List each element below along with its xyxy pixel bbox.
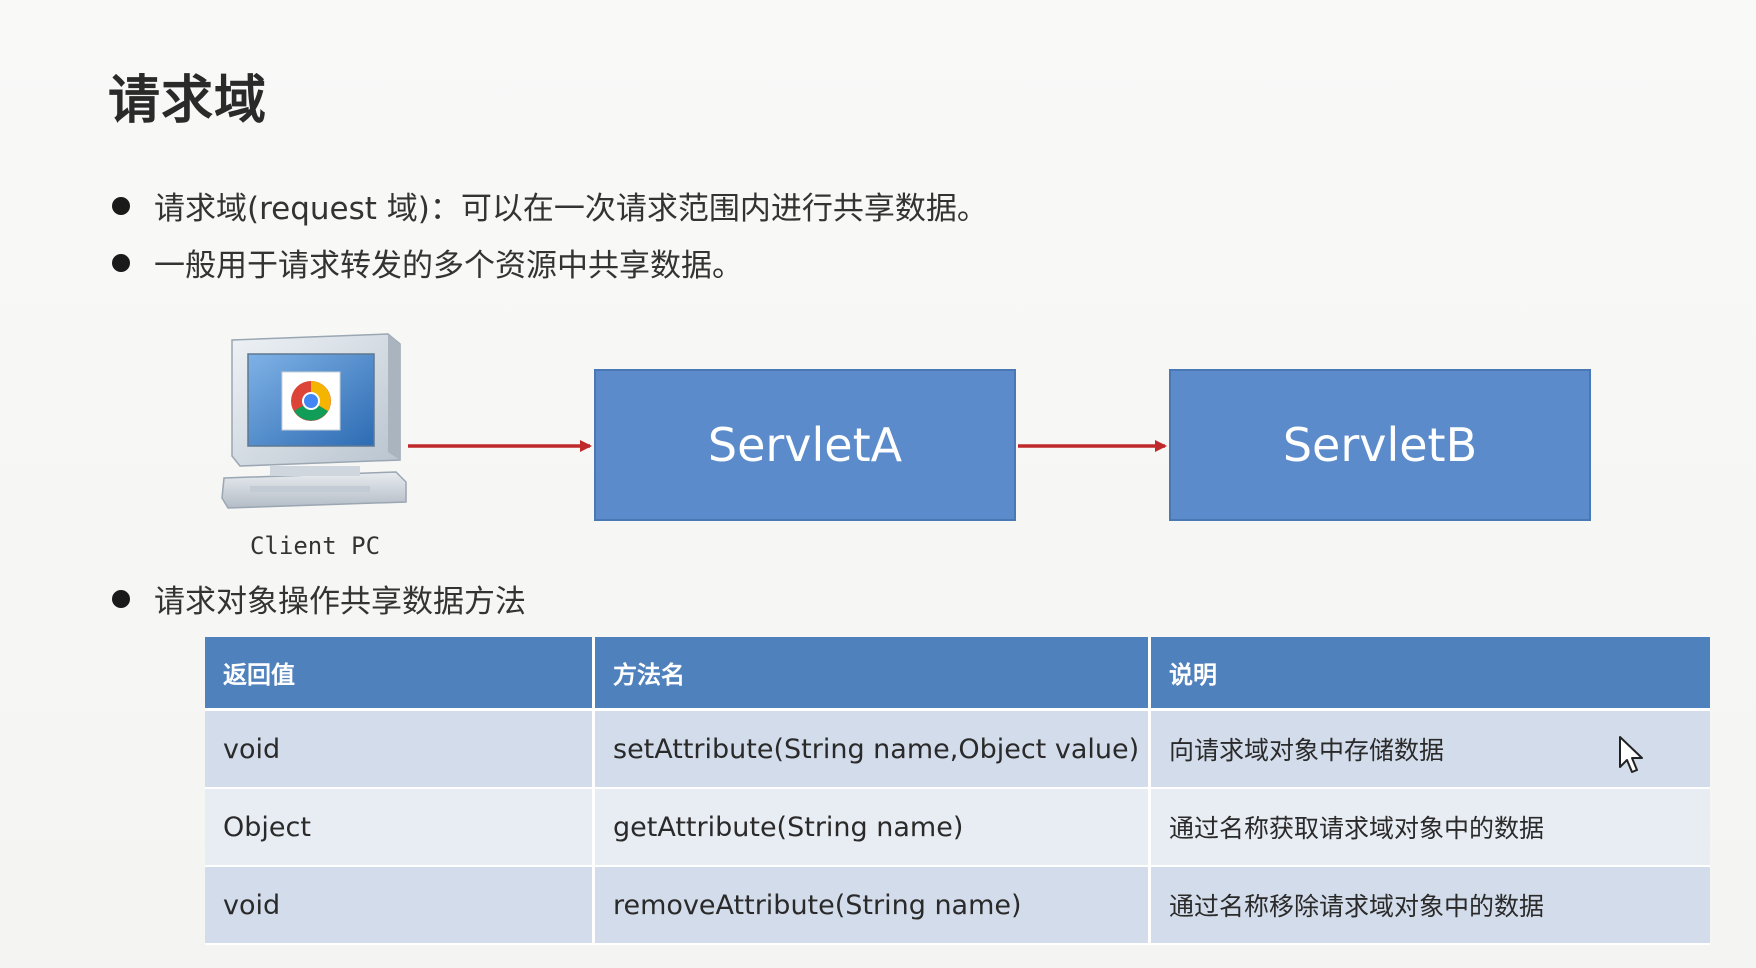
servlet-b-box: ServletB [1169, 369, 1591, 521]
client-pc-label: Client PC [249, 532, 381, 560]
bullet-text: 请求域(request 域)：可以在一次请求范围内进行共享数据。 [154, 191, 988, 227]
servlet-a-label: ServletA [707, 418, 903, 472]
table-header-row: 返回值 方法名 说明 [205, 637, 1710, 711]
cell-return-type: Object [205, 789, 595, 867]
cell-method: setAttribute(String name,Object value) [595, 711, 1151, 789]
bullet-text: 一般用于请求转发的多个资源中共享数据。 [154, 248, 743, 284]
mouse-pointer-icon [1619, 736, 1643, 773]
cell-method: getAttribute(String name) [595, 789, 1151, 867]
header-description: 说明 [1151, 637, 1710, 711]
cell-description: 向请求域对象中存储数据 [1151, 711, 1710, 789]
servlet-a-box: ServletA [594, 369, 1016, 521]
bullet-dot [112, 253, 130, 272]
servlet-b-label: ServletB [1282, 418, 1478, 472]
cell-description: 通过名称获取请求域对象中的数据 [1151, 789, 1710, 867]
slide-title: 请求域 [108, 71, 268, 131]
table-row: Object getAttribute(String name) 通过名称获取请… [205, 789, 1710, 867]
header-return-value: 返回值 [205, 637, 595, 711]
table-row: void setAttribute(String name,Object val… [205, 711, 1710, 789]
cell-method: removeAttribute(String name) [595, 867, 1151, 945]
bullet-dot [112, 589, 130, 608]
bullet-dot [112, 196, 130, 215]
methods-table: 返回值 方法名 说明 void setAttribute(String name… [205, 637, 1710, 945]
header-method-name: 方法名 [595, 637, 1151, 711]
bullet-text: 请求对象操作共享数据方法 [154, 584, 526, 620]
bullet-item: 请求对象操作共享数据方法 [112, 576, 526, 621]
computer-with-chrome-icon [221, 333, 407, 509]
bullet-item: 一般用于请求转发的多个资源中共享数据。 [112, 240, 743, 285]
cell-description: 通过名称移除请求域对象中的数据 [1151, 867, 1710, 945]
table-row: void removeAttribute(String name) 通过名称移除… [205, 867, 1710, 945]
cell-return-type: void [205, 711, 595, 789]
cell-return-type: void [205, 867, 595, 945]
bullet-item: 请求域(request 域)：可以在一次请求范围内进行共享数据。 [112, 183, 988, 228]
